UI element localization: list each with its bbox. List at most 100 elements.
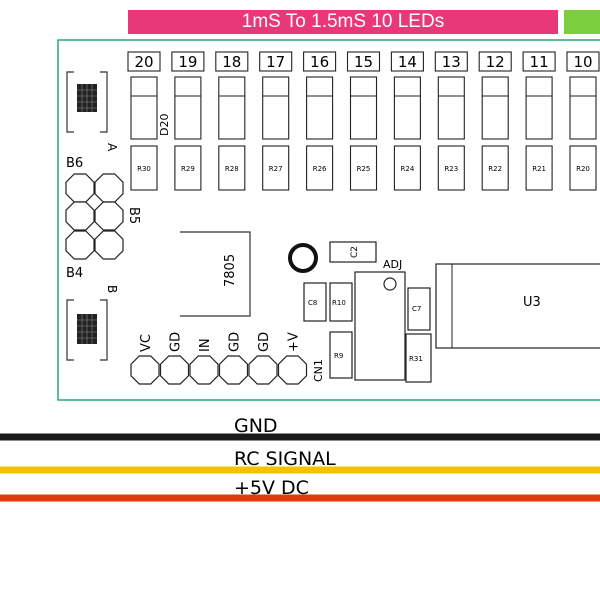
cn1-pin (159, 355, 190, 385)
led-number-box (390, 51, 424, 72)
resistor-label: R25 (357, 165, 371, 173)
resistor-body (174, 145, 202, 191)
cn1-pin (277, 355, 308, 385)
led-number: 19 (178, 53, 197, 71)
cn1-pin-label: GD (257, 332, 272, 352)
cn1-pin-label: VC (139, 334, 154, 352)
label-adj: ADJ (383, 258, 402, 271)
adj-pot-wiper (383, 277, 397, 291)
cn1-pin-label: GD (169, 332, 184, 352)
label-r10: R10 (332, 299, 346, 307)
resistor-label: R22 (488, 165, 502, 173)
label-b4: B4 (66, 266, 83, 281)
resistor-body (393, 145, 421, 191)
led-number: 15 (354, 53, 373, 71)
resistor-body (306, 145, 334, 191)
led-number: 17 (266, 53, 285, 71)
regulator-outline (180, 231, 251, 317)
label-c7: C7 (412, 305, 421, 313)
led-body (306, 76, 334, 140)
octagon-pad (94, 201, 124, 231)
resistor-label: R20 (576, 165, 590, 173)
led-body (349, 76, 378, 140)
led-number: 16 (310, 53, 329, 71)
pad-grid (65, 173, 124, 260)
led-number-box (303, 51, 337, 72)
resistor-label: R29 (181, 165, 195, 173)
resistor-body (262, 145, 290, 191)
cn1-pin-label: GD (228, 332, 243, 352)
resistor-body (437, 145, 465, 191)
connector-b: B (66, 285, 119, 361)
led-number-box (127, 51, 161, 72)
octagon-pad (65, 230, 95, 260)
led-body (218, 76, 246, 140)
adj-pot (354, 271, 406, 381)
cn1-pin (130, 355, 160, 385)
led-row: 20R3019R2918R2817R2716R2615R2514R2413R23… (127, 51, 600, 191)
resistor-body (349, 145, 378, 191)
cn1-pin-label: IN (198, 338, 213, 352)
connector-a: A (66, 71, 119, 152)
octagon-pad (65, 173, 95, 203)
led-number-box (259, 51, 293, 72)
led-body (569, 76, 597, 140)
led-number-box (346, 51, 381, 72)
wire-label: +5V DC (234, 477, 309, 499)
resistor-label: R21 (532, 165, 546, 173)
r10-resistor (329, 282, 353, 322)
u3-chip (435, 263, 600, 349)
resistor-label: R24 (401, 165, 415, 173)
resistor-label: R23 (444, 165, 458, 173)
resistor-body (525, 145, 553, 191)
resistor-body (130, 145, 158, 191)
title-banner: 1mS To 1.5mS 10 LEDs (128, 10, 558, 34)
mount-hole (288, 243, 318, 273)
led-number: 18 (222, 53, 241, 71)
label-b6: B6 (66, 156, 83, 171)
led-number-box (215, 51, 249, 72)
resistor-label: R27 (269, 165, 283, 173)
led-number-box (566, 51, 600, 72)
label-r31: R31 (409, 355, 423, 363)
label-b5: B5 (126, 207, 141, 224)
c2-capacitor (329, 241, 377, 263)
label-c8: C8 (308, 299, 317, 307)
c7-capacitor (407, 287, 431, 331)
octagon-pad (94, 173, 124, 203)
c8-capacitor (303, 282, 327, 322)
cn1-pin (189, 355, 219, 385)
led-number: 14 (398, 53, 417, 71)
d20-label: D20 (158, 114, 171, 136)
banner-title: 1mS To 1.5mS 10 LEDs (241, 11, 445, 32)
cn1-pin (248, 355, 278, 385)
led-number: 10 (573, 53, 592, 71)
led-number: 20 (134, 53, 153, 71)
octagon-pad (65, 201, 95, 231)
led-number: 13 (442, 53, 461, 71)
led-number-box (171, 51, 205, 72)
label-cn1: CN1 (312, 359, 325, 382)
resistor-label: R26 (313, 165, 327, 173)
led-body (437, 76, 465, 140)
label-b: B (105, 285, 119, 293)
label-a: A (105, 143, 119, 152)
led-body (393, 76, 421, 140)
octagon-pad (94, 230, 124, 260)
led-body (481, 76, 509, 140)
led-number: 11 (530, 53, 549, 71)
resistor-body (569, 145, 597, 191)
resistor-body (218, 145, 246, 191)
wire-label: GND (234, 415, 278, 437)
label-u3: U3 (523, 295, 541, 310)
led-number: 12 (486, 53, 505, 71)
resistor-body (481, 145, 509, 191)
led-body (262, 76, 290, 140)
resistor-label: R30 (137, 165, 151, 173)
label-c2: C2 (350, 246, 360, 258)
r9-resistor (329, 331, 353, 379)
